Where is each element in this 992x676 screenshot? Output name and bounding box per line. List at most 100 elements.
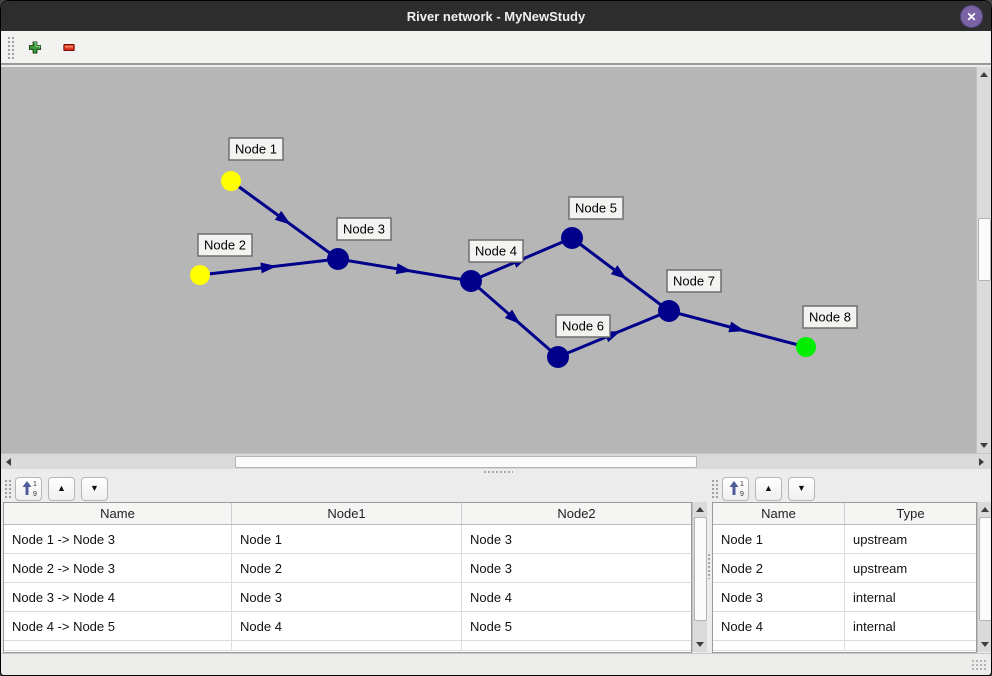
triangle-down-icon: ▼ bbox=[797, 483, 806, 493]
toolbar-drag-handle[interactable] bbox=[6, 35, 14, 59]
table-cell bbox=[713, 641, 845, 650]
links-column-header-node1[interactable]: Node1 bbox=[232, 503, 462, 524]
scroll-down-button[interactable] bbox=[978, 638, 991, 652]
vertical-splitter[interactable] bbox=[706, 475, 712, 653]
add-link-button[interactable] bbox=[22, 34, 48, 60]
graph-node-label: Node 1 bbox=[228, 137, 284, 161]
table-cell[interactable]: Node 3 bbox=[713, 583, 845, 611]
window-resize-grip[interactable] bbox=[971, 659, 987, 672]
table-empty-row bbox=[713, 641, 976, 651]
graph-node-Node4[interactable] bbox=[460, 270, 482, 292]
node-label-box bbox=[468, 239, 524, 263]
arrow-down-icon bbox=[981, 642, 989, 651]
splitter-grip-icon bbox=[707, 553, 711, 579]
table-cell[interactable]: Node 4 bbox=[713, 612, 845, 640]
vertical-scroll-thumb[interactable] bbox=[979, 517, 991, 621]
links-table-scrollbar[interactable] bbox=[692, 502, 707, 652]
nodes-column-header-name[interactable]: Name bbox=[713, 503, 845, 524]
graph-node-Node8[interactable] bbox=[796, 337, 816, 357]
table-cell[interactable]: Node 3 -> Node 4 bbox=[4, 583, 232, 611]
links-column-header-name[interactable]: Name bbox=[4, 503, 232, 524]
vertical-scroll-thumb[interactable] bbox=[978, 218, 991, 281]
node-label-box bbox=[568, 196, 624, 220]
graph-node-label: Node 6 bbox=[555, 314, 611, 338]
graph-node-label: Node 3 bbox=[336, 217, 392, 241]
table-cell[interactable]: Node 5 bbox=[470, 618, 512, 634]
table-cell[interactable]: Node 3 bbox=[470, 531, 512, 547]
node-label-box bbox=[555, 314, 611, 338]
table-cell[interactable]: Node 4 bbox=[470, 589, 512, 605]
graph-node-label: Node 4 bbox=[468, 239, 524, 263]
scroll-up-button[interactable] bbox=[978, 502, 991, 516]
table-row[interactable]: Node 1 upstream bbox=[713, 525, 976, 554]
graph-node-Node1[interactable] bbox=[221, 171, 241, 191]
node-label-text: Node 8 bbox=[809, 310, 851, 325]
table-cell bbox=[4, 641, 232, 650]
table-cell[interactable]: Node 1 -> Node 3 bbox=[4, 525, 232, 553]
links-column-header-node2[interactable]: Node2 bbox=[557, 506, 596, 521]
edge-arrow-icon bbox=[728, 321, 746, 333]
table-row[interactable]: Node 2 upstream bbox=[713, 554, 976, 583]
nodes-move-up-button[interactable]: ▲ bbox=[755, 476, 782, 501]
scroll-down-button[interactable] bbox=[977, 439, 991, 453]
scroll-right-button[interactable] bbox=[975, 455, 989, 469]
graph-node-Node3[interactable] bbox=[327, 248, 349, 270]
scroll-up-button[interactable] bbox=[693, 502, 707, 516]
remove-link-button[interactable] bbox=[56, 34, 82, 60]
node-label-text: Node 1 bbox=[235, 142, 277, 157]
nodes-table-scrollbar[interactable] bbox=[977, 502, 991, 652]
window-title: River network - MyNewStudy bbox=[406, 8, 586, 24]
table-cell[interactable]: upstream bbox=[853, 531, 908, 547]
node-label-text: Node 3 bbox=[343, 222, 385, 237]
nodes-sort-button[interactable]: 1 9 bbox=[722, 476, 749, 501]
table-cell bbox=[462, 641, 691, 650]
links-move-down-button[interactable]: ▼ bbox=[81, 476, 108, 501]
table-cell[interactable]: Node 2 -> Node 3 bbox=[4, 554, 232, 582]
arrow-left-icon bbox=[2, 458, 11, 466]
table-cell[interactable]: Node 3 bbox=[470, 560, 512, 576]
table-cell[interactable]: upstream bbox=[853, 560, 908, 576]
add-plus-icon bbox=[28, 40, 42, 54]
node-label-box bbox=[802, 305, 858, 329]
graph-node-Node5[interactable] bbox=[561, 227, 583, 249]
table-row[interactable]: Node 3 internal bbox=[713, 583, 976, 612]
scroll-down-button[interactable] bbox=[693, 638, 707, 652]
links-move-up-button[interactable]: ▲ bbox=[48, 476, 75, 501]
table-cell[interactable]: Node 3 bbox=[232, 583, 462, 611]
table-cell[interactable]: Node 4 bbox=[232, 612, 462, 640]
table-cell[interactable]: Node 2 bbox=[713, 554, 845, 582]
nodes-column-header-type[interactable]: Type bbox=[896, 506, 925, 521]
graph-node-Node2[interactable] bbox=[190, 265, 210, 285]
links-sort-button[interactable]: 1 9 bbox=[15, 476, 42, 501]
table-cell bbox=[232, 641, 462, 650]
scroll-up-button[interactable] bbox=[977, 67, 991, 81]
nodes-toolbar-drag-handle[interactable] bbox=[710, 477, 718, 500]
table-cell[interactable]: Node 1 bbox=[713, 525, 845, 553]
close-button[interactable]: ✕ bbox=[960, 5, 983, 28]
graph-node-Node6[interactable] bbox=[547, 346, 569, 368]
canvas-horizontal-scrollbar[interactable] bbox=[1, 453, 991, 469]
vertical-scroll-thumb[interactable] bbox=[694, 517, 707, 621]
table-cell[interactable]: Node 1 bbox=[232, 525, 462, 553]
links-toolbar-drag-handle[interactable] bbox=[3, 477, 11, 500]
title-bar: River network - MyNewStudy ✕ bbox=[1, 1, 991, 31]
table-cell[interactable]: internal bbox=[853, 618, 896, 634]
horizontal-scroll-thumb[interactable] bbox=[235, 456, 697, 468]
graph-node-Node7[interactable] bbox=[658, 300, 680, 322]
table-cell[interactable]: Node 4 -> Node 5 bbox=[4, 612, 232, 640]
horizontal-splitter[interactable] bbox=[1, 469, 991, 475]
scroll-left-button[interactable] bbox=[1, 455, 15, 469]
sort-ascending-icon: 1 9 bbox=[729, 481, 744, 497]
table-cell[interactable]: Node 2 bbox=[232, 554, 462, 582]
table-row[interactable]: Node 4 internal bbox=[713, 612, 976, 641]
nodes-move-down-button[interactable]: ▼ bbox=[788, 476, 815, 501]
canvas-vertical-scrollbar[interactable] bbox=[976, 67, 991, 453]
node-label-box bbox=[197, 233, 253, 257]
table-cell[interactable]: internal bbox=[853, 589, 896, 605]
